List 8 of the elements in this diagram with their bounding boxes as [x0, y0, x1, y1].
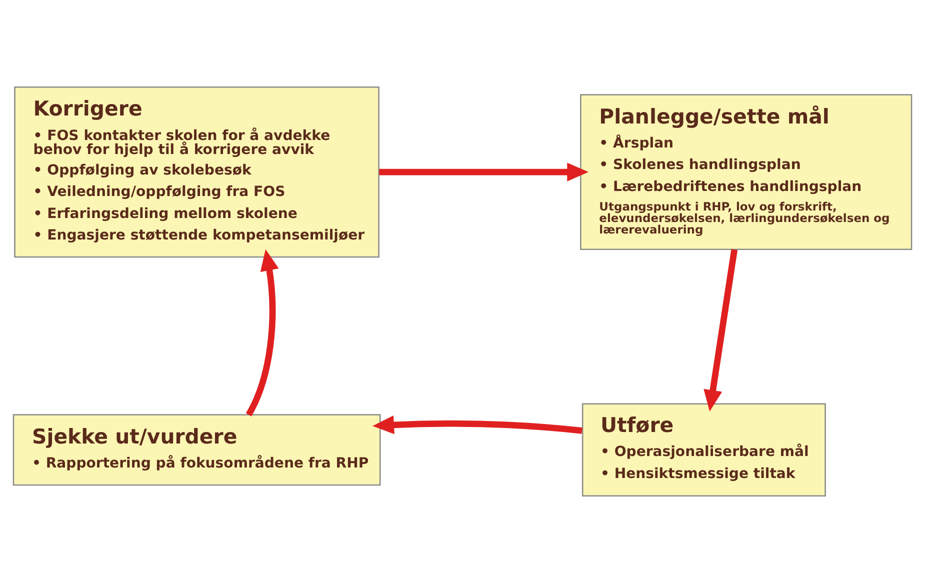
arrow [246, 248, 279, 416]
node-box: Utføre • Operasjonaliserbare mål • Hensiktsmessige tiltak [582, 402, 826, 496]
node-box: Korrigere • FOS kontakter skolen for å avdekke behov for hjelp til å korrigere avvik • Oppfølging av skolebesøk • Veiledning/oppfølging fra FOS • Erfaringsdeling mellom skolene • Engasjere støttende kompetansemiljøer [14, 86, 380, 258]
arrow [372, 415, 582, 434]
arrow [379, 162, 589, 181]
node-box: Sjekke ut/vurdere • Rapportering på fokusområdene fra RHP [12, 414, 381, 486]
arrow [704, 248, 738, 411]
node-box: Planlegge/sette mål • Årsplan • Skolenes handlingsplan • Lærebedriftenes handlingsplan Utgangspunkt i RHP, lov og forskrift, elevundersøkelsen, lærlingundersøkelsen og lærerevaluering [580, 94, 912, 250]
